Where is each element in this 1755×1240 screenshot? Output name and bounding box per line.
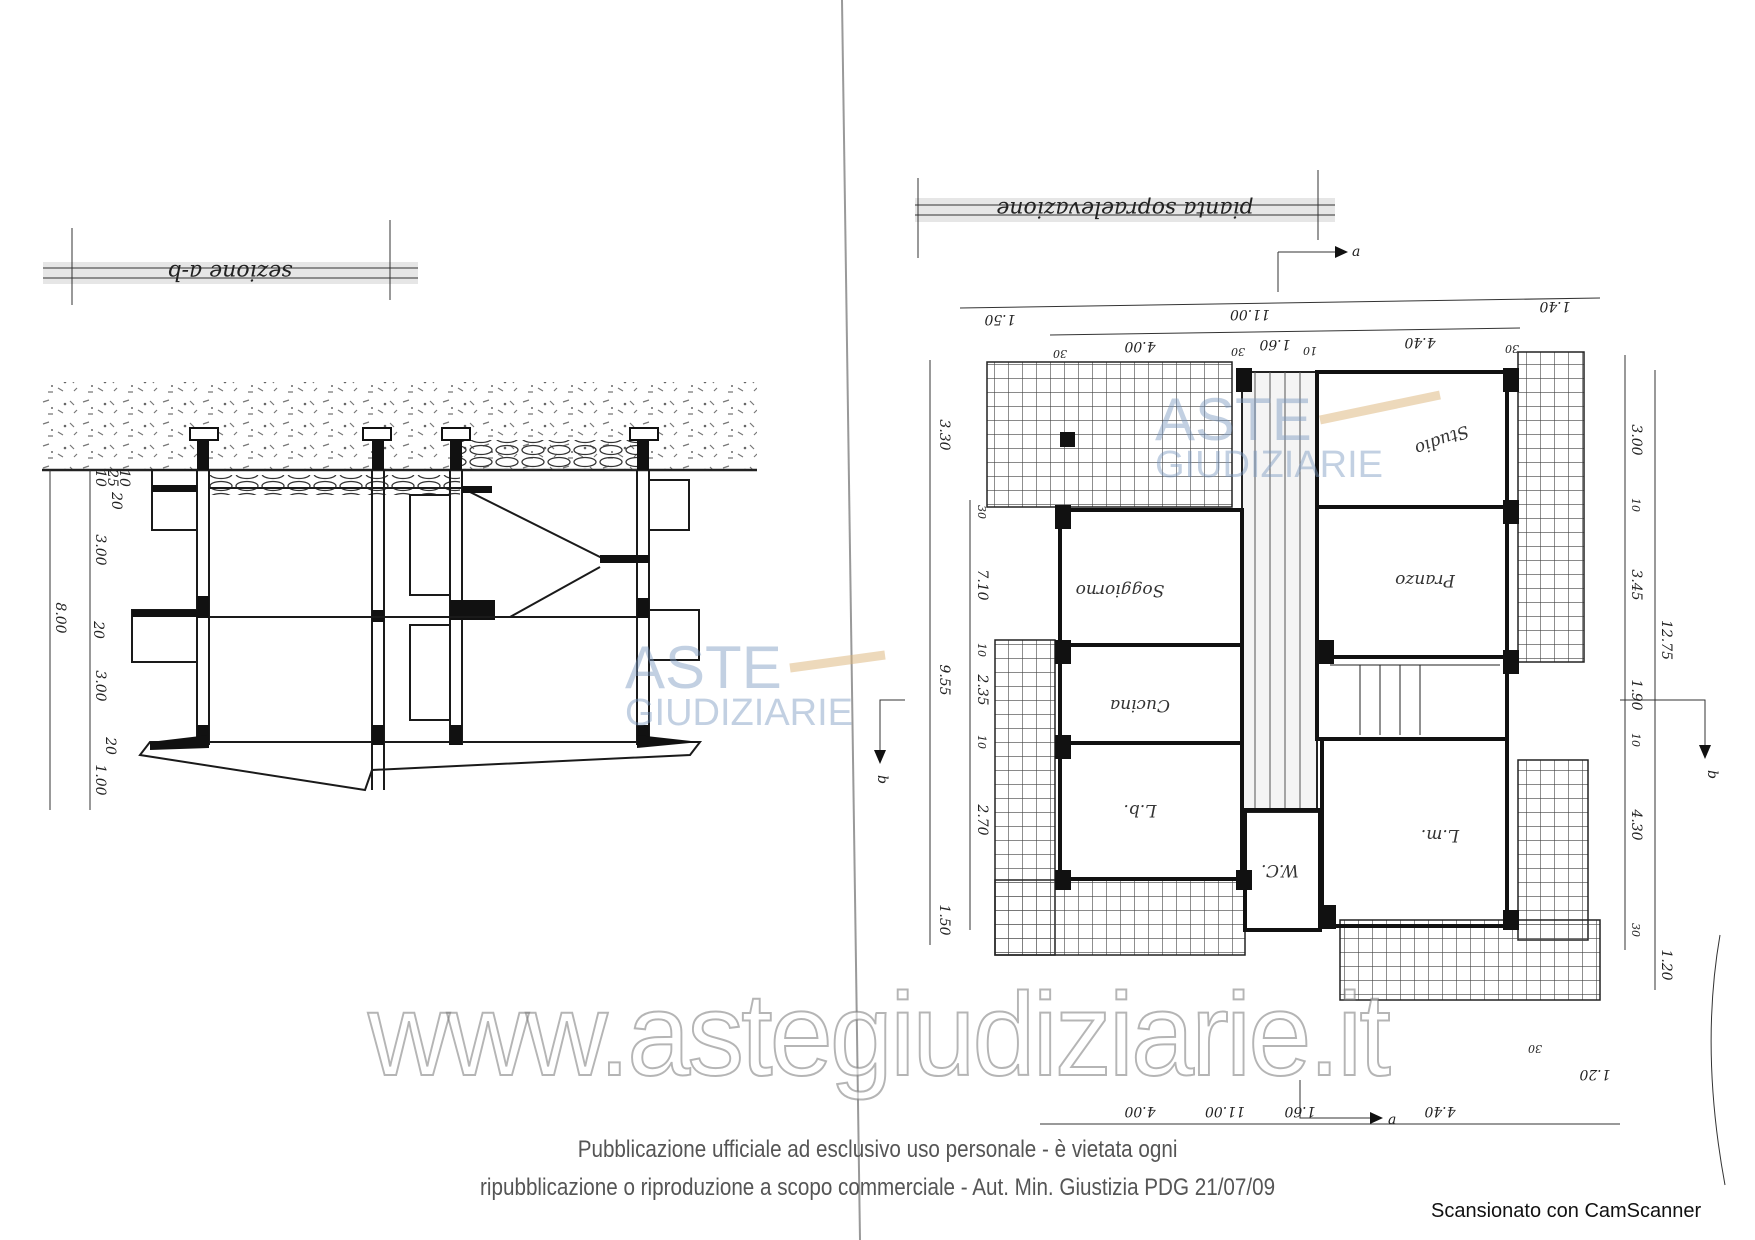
dim-top-right: 1.40 [1539, 298, 1570, 314]
dim-right-total: 12.75 [1658, 620, 1674, 660]
walls [1058, 370, 1509, 932]
room-cucina: Cucina [1110, 695, 1170, 715]
watermark-logo-line1: ASTE [625, 634, 782, 701]
section-mark-a-bottom: a [1388, 1112, 1396, 1128]
plan-title: pianta sopraelevazione [996, 196, 1253, 221]
dim-bottom-b: 1.60 [1284, 1103, 1315, 1119]
section-mark-a-top: a [1352, 244, 1360, 260]
camscanner-label: Scansionato con CamScanner [1431, 1200, 1702, 1222]
dim-wall-30b: 30 [1231, 345, 1245, 358]
dim-left-b: 7.10 [974, 569, 990, 600]
section-mark-b-right: b [1704, 770, 1720, 779]
page-fold [841, 0, 861, 1240]
terrace-right [1517, 351, 1585, 663]
dim-right-d: 4.30 [1628, 808, 1644, 840]
dim-floor1: 3.00 [92, 534, 108, 565]
dim-left-d: 2.70 [974, 803, 990, 835]
dim-slab-mid: 20 [90, 620, 106, 639]
aste-logo-watermark-left: ASTE GIUDIZIARIE [625, 634, 886, 734]
room-soggiorno: Soggiorno [1076, 580, 1165, 600]
terrace-top-left [986, 361, 1233, 508]
dim-right-30: 30 [1629, 923, 1642, 937]
dim-right-10b: 10 [1629, 733, 1642, 747]
terrace-bottom-right [1339, 919, 1601, 1001]
dim-roof-b: 25 [104, 468, 120, 487]
dim-wall-10: 10 [1303, 344, 1317, 357]
dim-wall-30c: 30 [1505, 342, 1519, 355]
dim-left-a: 3.30 [936, 419, 952, 450]
plan-bottom-dimensions: 4.00 1.60 4.40 11.00 1.20 30 [1124, 1042, 1610, 1119]
slabs [132, 485, 700, 750]
dim-slab-bottom: 20 [102, 736, 118, 755]
dim-right-10a: 10 [1629, 498, 1642, 512]
dim-top-left: 1.50 [984, 311, 1015, 327]
dim-top-a: 4.00 [1124, 338, 1156, 354]
room-studio: Studio [1412, 421, 1471, 459]
aste-logo-watermark-right: ASTE GIUDIZIARIE [1155, 386, 1441, 486]
room-wc: W.C. [1261, 860, 1299, 880]
dim-bottom-a: 4.00 [1124, 1103, 1156, 1119]
plan-right-dimensions: 3.00 3.45 1.90 4.30 1.20 12.75 10 10 30 [1628, 424, 1674, 980]
footer-line-1: Pubblicazione ufficiale ad esclusivo uso… [577, 1136, 1178, 1163]
dim-left-c: 2.35 [974, 673, 990, 705]
dim-bottom-c: 4.40 [1424, 1103, 1456, 1119]
dim-floor2: 3.00 [92, 670, 108, 701]
dim-top-total: 11.00 [1230, 306, 1270, 322]
watermark-logo-line2: GIUDIZIARIE [1155, 444, 1383, 486]
room-lb: L.b. [1124, 800, 1158, 820]
dim-left-30: 30 [975, 505, 988, 519]
watermark-url: www.astegiudiziarie.it [367, 969, 1390, 1101]
dim-left-total: 9.55 [936, 664, 952, 695]
footer-line-2: ripubblicazione o riproduzione a scopo c… [480, 1174, 1276, 1201]
dim-total-height: 8.00 [52, 602, 68, 633]
section-drawing: sezione a-b [42, 220, 757, 810]
watermark-logo-line2: GIUDIZIARIE [625, 692, 853, 734]
section-title: sezione a-b [168, 259, 293, 284]
dim-left-10b: 10 [975, 735, 988, 749]
dim-roof-a: 10 [92, 469, 108, 487]
gavel-icon [1319, 390, 1441, 425]
dim-wall-30a: 30 [1053, 347, 1067, 360]
dim-right-b: 3.45 [1628, 569, 1644, 600]
dim-foundation: 1.00 [92, 764, 108, 795]
stair [1330, 664, 1500, 735]
dim-top-b: 1.60 [1259, 336, 1290, 352]
section-mark-b-left: b [874, 775, 890, 784]
plan-drawing: pianta sopraelevazione [874, 170, 1726, 1186]
section-title-block: sezione a-b [43, 259, 418, 284]
dim-bottom-right: 1.20 [1579, 1066, 1610, 1082]
terrain [42, 382, 757, 470]
room-lm: L.m. [1421, 825, 1460, 845]
dim-roof-c: 10 [116, 469, 132, 487]
dim-right-a: 3.00 [1628, 424, 1644, 455]
dim-bottom-total: 11.00 [1205, 1103, 1245, 1119]
dim-left-10a: 10 [975, 643, 988, 657]
dim-left-e: 1.50 [936, 904, 952, 935]
dim-right-e: 1.20 [1658, 949, 1674, 980]
plan-left-dimensions: 3.30 9.55 1.50 7.10 2.35 2.70 30 10 10 [936, 419, 990, 935]
watermark-logo-line1: ASTE [1155, 386, 1312, 453]
dim-right-c: 1.90 [1628, 679, 1644, 710]
gavel-icon [789, 650, 886, 673]
room-pranzo: Pranzo [1395, 570, 1456, 590]
dim-slab-top: 20 [108, 491, 124, 510]
plan-title-block: pianta sopraelevazione [915, 196, 1335, 222]
dim-top-c: 4.40 [1404, 334, 1436, 350]
dim-bottom-30: 30 [1528, 1042, 1542, 1055]
plan-top-dimensions: 1.50 11.00 1.40 4.00 1.60 4.40 30 30 30 … [984, 298, 1570, 360]
